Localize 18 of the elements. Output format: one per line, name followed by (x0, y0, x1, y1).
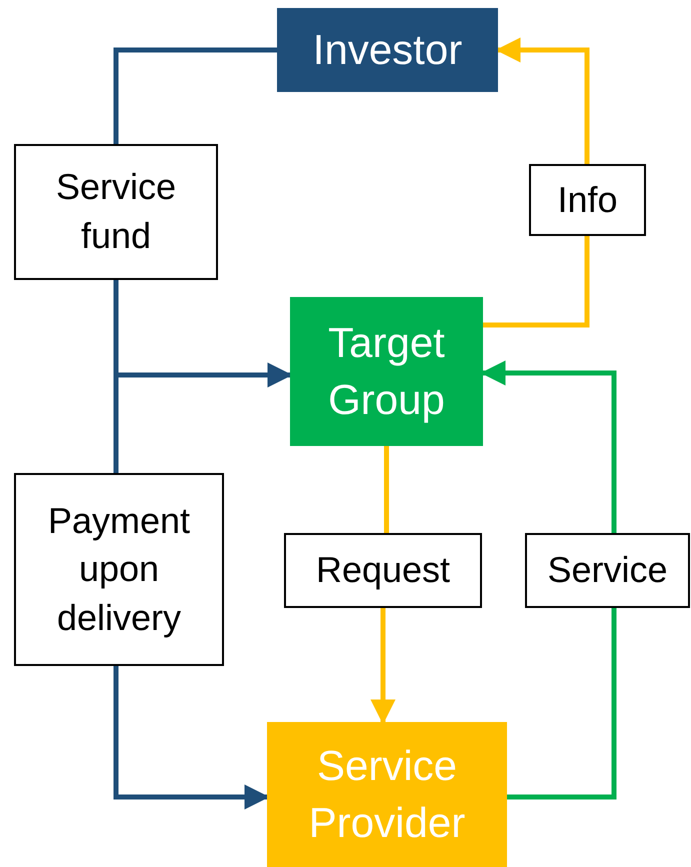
node-text: Payment upon delivery (46, 498, 192, 640)
node-text: Service (547, 548, 668, 592)
arrow (370, 608, 396, 724)
flow-label-box (14, 473, 224, 666)
flow-label-box (525, 533, 690, 608)
arrow (114, 666, 270, 810)
node-text: Service Provider (308, 740, 466, 848)
stakeholder-box (267, 722, 507, 867)
flow-label-box (529, 164, 646, 236)
flow-label-box (284, 533, 482, 608)
node-text: Target Group (327, 318, 446, 425)
node-text: Info (557, 178, 618, 222)
node-text: Investor (312, 24, 462, 75)
flow-label-box (14, 144, 218, 280)
stakeholder-box (277, 8, 498, 92)
stakeholder-box (290, 297, 483, 446)
node-text: Request (316, 548, 450, 592)
node-text: Service fund (54, 165, 178, 258)
